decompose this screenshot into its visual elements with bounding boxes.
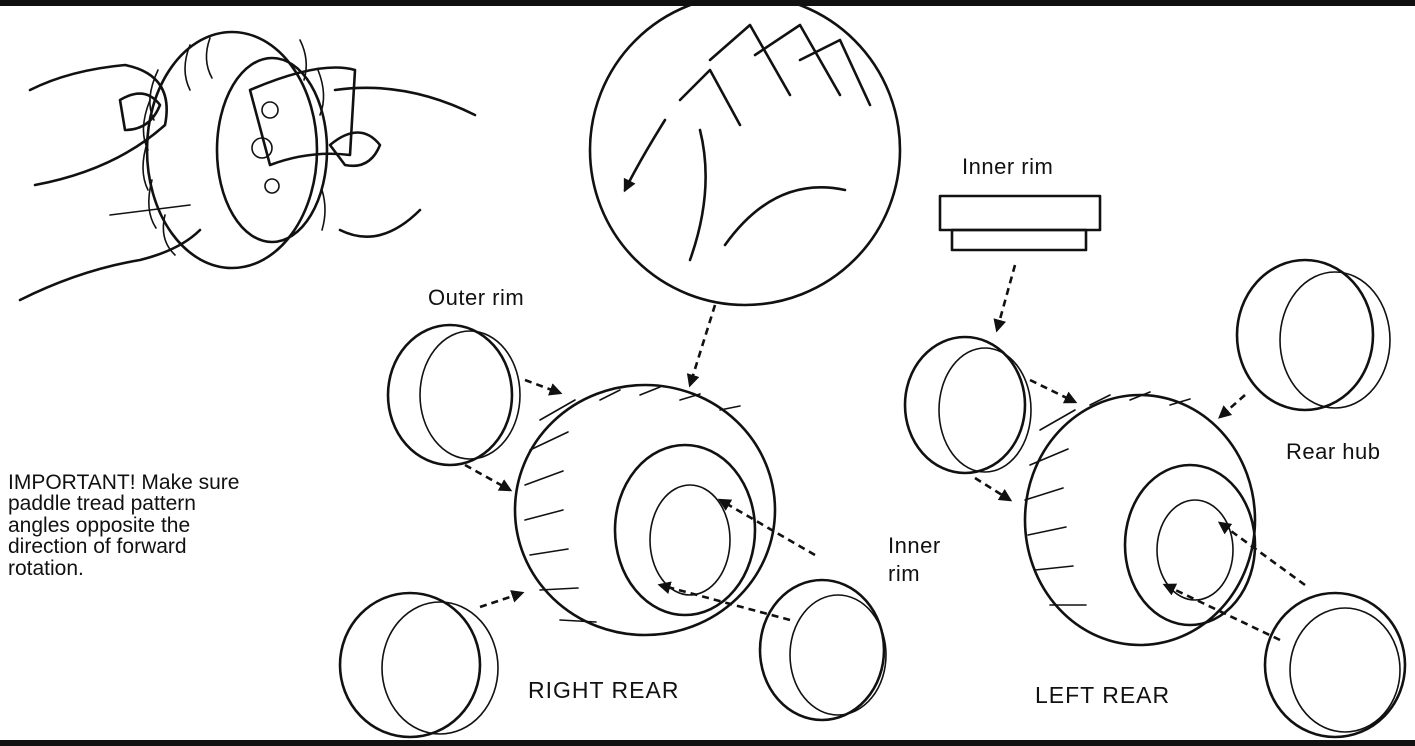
rear-hub-label: Rear hub bbox=[1286, 440, 1381, 463]
note-line: angles opposite the bbox=[8, 515, 348, 536]
left-rear-caption: LEFT REAR bbox=[1035, 682, 1170, 709]
left-rear-assembly bbox=[905, 260, 1405, 737]
left-inner-rim-part bbox=[1265, 593, 1405, 737]
right-rear-caption: RIGHT REAR bbox=[528, 677, 679, 704]
rotation-arrow-icon bbox=[625, 120, 665, 190]
left-rear-tire bbox=[1025, 395, 1255, 645]
right-rear-hub bbox=[340, 593, 480, 737]
inner-rim-part bbox=[940, 196, 1100, 250]
right-rear-assembly bbox=[340, 305, 886, 737]
note-line: rotation. bbox=[8, 558, 348, 579]
outer-rim-part bbox=[388, 325, 512, 465]
tread-detail-magnifier bbox=[590, 0, 900, 305]
important-note: IMPORTANT! Make sure paddle tread patter… bbox=[8, 472, 348, 579]
note-line: paddle tread pattern bbox=[8, 493, 348, 514]
left-outer-rim-part bbox=[905, 337, 1025, 473]
inner-rim-label-side: Inner rim bbox=[888, 532, 958, 587]
bottom-border bbox=[0, 740, 1415, 746]
note-line: direction of forward bbox=[8, 536, 348, 557]
hands-mounting-tire-illustration bbox=[20, 32, 475, 300]
right-inner-rim-part bbox=[760, 580, 884, 720]
outer-rim-label: Outer rim bbox=[428, 286, 524, 309]
inner-rim-label-top: Inner rim bbox=[962, 155, 1053, 178]
note-line: IMPORTANT! Make sure bbox=[8, 472, 348, 493]
